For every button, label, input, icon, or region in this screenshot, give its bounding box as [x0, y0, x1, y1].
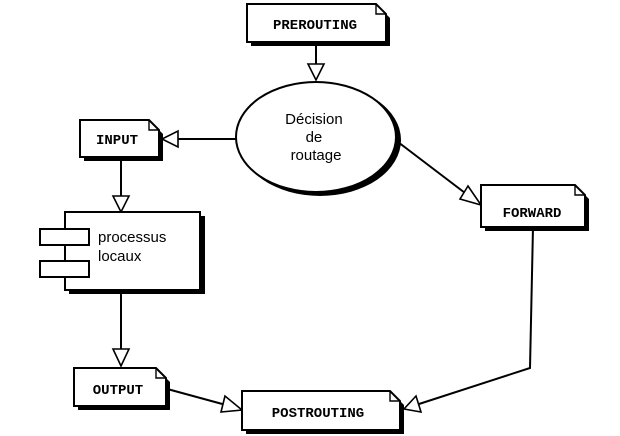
decision-label-line-2: de — [306, 129, 323, 146]
arrowhead-forward-postrouting — [402, 394, 423, 414]
input-label: INPUT — [96, 133, 138, 149]
output-label: OUTPUT — [93, 383, 143, 399]
process-label: processus locaux — [98, 229, 171, 265]
input-node: INPUT — [79, 119, 163, 161]
edge-output-postrouting — [159, 386, 227, 406]
output-node: OUTPUT — [73, 367, 170, 410]
arrowhead-decision-forward — [458, 184, 483, 207]
routing-decision-node: Décision de routage — [235, 81, 401, 196]
arrowhead-process-output — [111, 348, 131, 368]
component-tab-top — [39, 228, 90, 246]
postrouting-label: POSTROUTING — [272, 406, 364, 422]
edge-forward-postrouting — [418, 226, 534, 405]
edge-decision-forward — [397, 141, 470, 197]
arrowhead-input-process — [111, 195, 131, 214]
prerouting-label: PREROUTING — [273, 18, 357, 34]
connectors — [111, 42, 534, 414]
arrowhead-output-postrouting — [219, 394, 245, 413]
arrowhead-prerouting-decision — [306, 63, 326, 82]
prerouting-node: PREROUTING — [246, 3, 390, 46]
decision-label-line-1: Décision — [285, 111, 343, 128]
process-label-line-2: locaux — [98, 248, 142, 265]
decision-label: Décision de routage — [285, 111, 347, 164]
forward-label: FORWARD — [503, 206, 562, 222]
local-process-node: processus locaux — [39, 211, 205, 294]
process-label-line-1: processus — [98, 229, 166, 246]
arrowhead-decision-input — [160, 129, 179, 149]
forward-node: FORWARD — [480, 184, 589, 231]
decision-label-line-3: routage — [291, 147, 342, 164]
postrouting-node: POSTROUTING — [241, 390, 404, 434]
component-tab-bottom — [39, 260, 90, 278]
